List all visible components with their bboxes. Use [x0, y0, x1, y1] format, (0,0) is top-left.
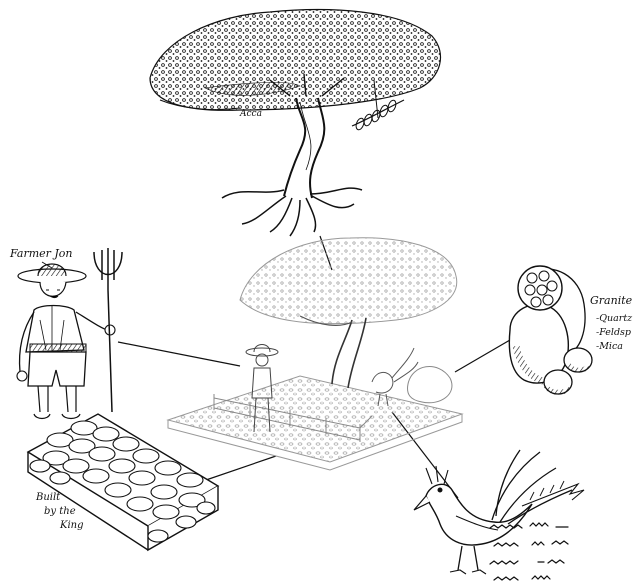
wall-caption-line1: Built: [35, 492, 61, 503]
granite-item-mica: -Mica: [596, 341, 623, 352]
granite-item-quartz: -Quartz: [596, 313, 633, 324]
granite-item-feldspar: -Feldsp: [596, 327, 631, 338]
stone-wall-icon: Built by the King: [28, 414, 218, 550]
connector-farmer: [118, 342, 240, 366]
garden-scene-icon: [168, 238, 462, 470]
connector-granite: [455, 340, 510, 372]
bird-icon: [414, 450, 584, 580]
wall-caption-line3: King: [59, 520, 84, 531]
farmer-name-label: Farmer Jon: [9, 247, 73, 260]
tree-icon: Acca: [150, 10, 441, 236]
granite-rocks-icon: Granite -Quartz -Feldsp -Mica: [509, 266, 633, 394]
wall-caption-line2: by the: [44, 506, 76, 517]
farmer-icon: Farmer Jon: [9, 247, 115, 419]
tree-mark-label: Acca: [239, 109, 262, 119]
connector-wall: [206, 456, 276, 480]
granite-title: Granite: [590, 294, 633, 307]
